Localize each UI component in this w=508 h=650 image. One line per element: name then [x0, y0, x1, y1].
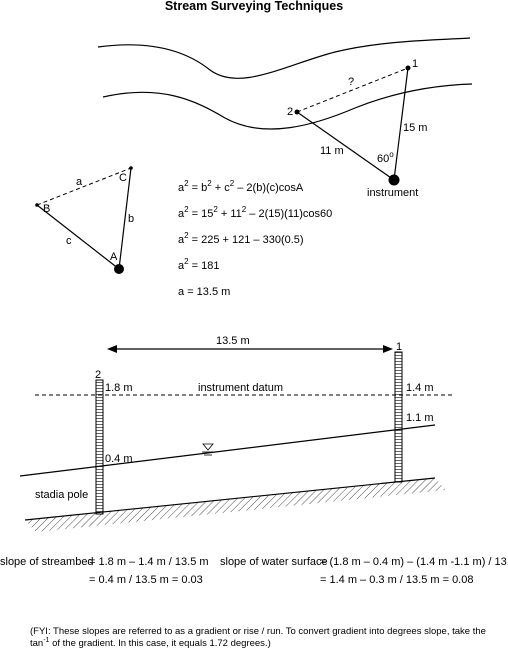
equation-line: a2 = 181	[178, 257, 219, 272]
equation-line: a2 = b2 + c2 – 2(b)(c)cosA	[178, 179, 304, 194]
fyi-superscript: -1	[43, 636, 50, 644]
triangle-vertex-c: C	[119, 172, 127, 184]
map-side-11-label: 11 m	[320, 145, 344, 157]
stream-bank-lower	[102, 83, 473, 130]
equation-line: a2 = 225 + 121 – 330(0.5)	[178, 231, 304, 246]
vertex-a-marker	[114, 264, 124, 274]
streambed-line	[24, 477, 436, 521]
stream-bank-upper	[97, 37, 471, 79]
triangle-side-a	[36, 167, 132, 206]
pole-2-label: 2	[95, 369, 101, 381]
vertex-b-marker	[35, 203, 39, 207]
equations: a2 = b2 + c2 – 2(b)(c)cosA a2 = 152 + 112…	[178, 179, 332, 298]
triangle-vertex-a: A	[110, 251, 118, 263]
map-unknown-label: ?	[348, 76, 354, 88]
equation-line: a2 = 152 + 112 – 2(15)(11)cos60	[178, 205, 332, 220]
water-slope-line2: = 1.4 m – 0.3 m / 13.5 m = 0.08	[320, 574, 473, 586]
triangle-side-c-label: c	[66, 235, 72, 247]
survey-line-11m	[296, 111, 395, 181]
stadia-pole-label: stadia pole	[35, 489, 88, 501]
survey-line-15m	[393, 67, 409, 181]
fyi-note: (FYI: These slopes are referred to as a …	[30, 626, 500, 650]
water-level-symbol	[202, 443, 214, 456]
map-side-15-label: 15 m	[403, 122, 427, 134]
page-title: Stream Surveying Techniques	[165, 0, 343, 13]
point-1-marker	[405, 65, 411, 71]
streambed-slope-line2: = 0.4 m / 13.5 m = 0.03	[89, 574, 203, 586]
map-angle-label: 60o	[377, 150, 394, 165]
triangle-vertex-b: B	[43, 203, 50, 215]
distance-label: 13.5 m	[216, 335, 250, 347]
point-2-marker	[294, 109, 300, 115]
streambed-slope-label: slope of streambed	[0, 556, 94, 568]
fyi-text-part2: of the gradient. In this case, it equals…	[49, 638, 271, 649]
water-slope-line1: = (1.8 m – 0.4 m) – (1.4 m -1.1 m) / 13.…	[320, 556, 508, 568]
instrument-label: instrument	[367, 187, 418, 199]
map-point-1-label: 1	[412, 58, 418, 70]
distance-arrowhead-left	[107, 345, 117, 353]
pole-1-water-reading: 1.1 m	[406, 412, 434, 424]
vertex-c-marker	[129, 166, 133, 170]
stadia-pole-2	[95, 379, 104, 515]
triangle-side-b-label: b	[128, 213, 134, 225]
pole-1-top-reading: 1.4 m	[406, 382, 434, 394]
instrument-marker	[388, 174, 400, 186]
fyi-text-part1: (FYI: These slopes are referred to as a …	[30, 626, 486, 649]
instrument-datum-label: instrument datum	[198, 382, 283, 394]
stadia-pole-1	[394, 351, 403, 483]
water-surface-line	[19, 424, 436, 477]
pole-2-top-reading: 1.8 m	[105, 382, 133, 394]
streambed-hatch	[25, 478, 446, 532]
pole-1-label: 1	[396, 341, 402, 353]
distance-arrowhead-right	[383, 345, 393, 353]
triangle-side-c	[36, 204, 120, 270]
streambed-slope-line1: = 1.8 m – 1.4 m / 13.5 m	[89, 556, 209, 568]
equation-line: a = 13.5 m	[178, 286, 230, 298]
map-point-2-label: 2	[287, 106, 293, 118]
survey-line-unknown	[296, 67, 409, 113]
triangle-side-b	[118, 167, 132, 270]
water-slope-label: slope of water surface	[220, 556, 328, 568]
pole-2-water-reading: 0.4 m	[105, 453, 133, 465]
triangle-side-a-label: a	[76, 176, 83, 188]
